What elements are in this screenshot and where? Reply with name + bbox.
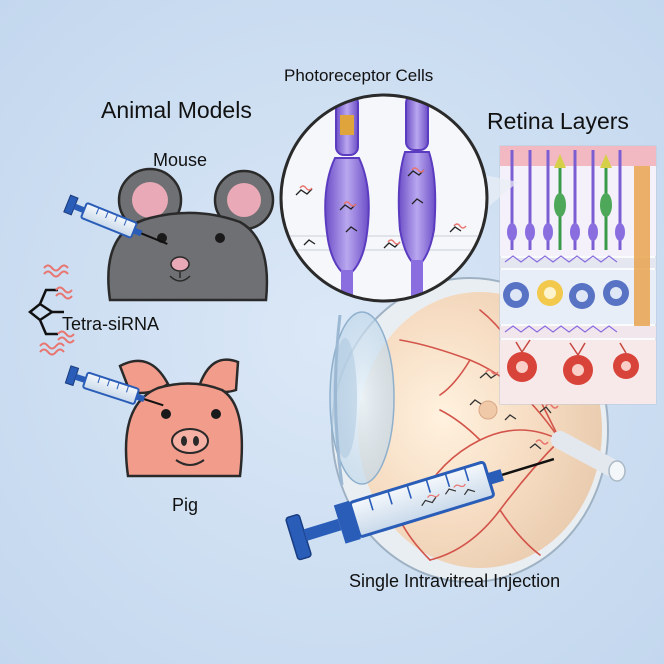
pig-icon [118, 358, 244, 478]
bipolar-cells [503, 280, 629, 309]
tetra-sirna-icon [27, 264, 75, 356]
retina-layers-heading: Retina Layers [487, 108, 629, 134]
animal-models-heading: Animal Models [101, 97, 252, 123]
retina-layers-icon [499, 145, 657, 405]
photoreceptor-cells-label: Photoreceptor Cells [284, 66, 434, 85]
syringe-icon-pig [64, 365, 164, 407]
pig-label: Pig [172, 495, 199, 515]
photoreceptor-cell-left [324, 95, 370, 301]
syringe-icon-mouse [63, 194, 168, 245]
tetra-sirna-label: Tetra-siRNA [62, 314, 160, 334]
photoreceptor-cell-right [397, 95, 437, 301]
injection-caption: Single Intravitreal Injection [349, 571, 561, 591]
ganglion-cells [507, 352, 639, 385]
optic-nerve [551, 431, 625, 479]
photoreceptor-cells-icon [279, 93, 518, 303]
mouse-label: Mouse [153, 150, 208, 170]
syringe-icon-eye [285, 457, 555, 561]
blood-vessels [399, 309, 561, 561]
mouse-icon [107, 167, 275, 302]
